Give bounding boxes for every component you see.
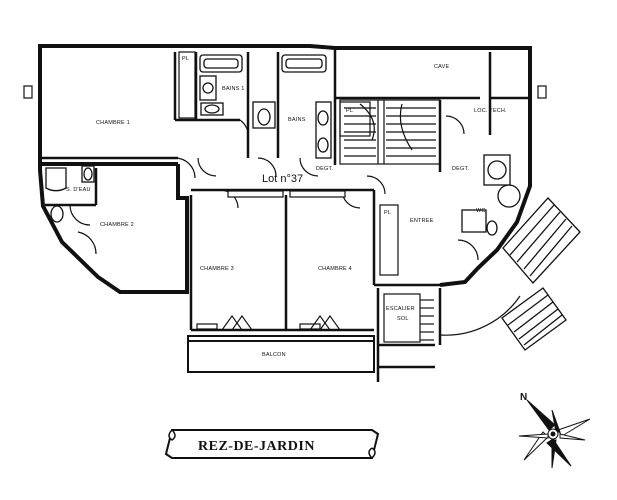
label-salle-d-eau: S. D'EAU: [66, 187, 91, 193]
label-placard-3: PL: [384, 210, 391, 216]
label-wc: WC: [476, 208, 486, 214]
label-chambre-3: CHAMBRE 3: [200, 266, 234, 272]
label-degagement-2: DEGT.: [316, 166, 333, 172]
label-chambre-2: CHAMBRE 2: [100, 222, 134, 228]
label-chambre-1: CHAMBRE 1: [96, 120, 130, 126]
lot-label: Lot n°37: [262, 173, 303, 185]
interior-walls: [40, 48, 530, 382]
label-entree: ENTREE: [410, 218, 434, 224]
balcony-doors: [221, 315, 341, 331]
level-title: REZ-DE-JARDIN: [198, 439, 315, 454]
level-banner: REZ-DE-JARDIN: [164, 429, 380, 460]
exterior-walls: [38, 44, 532, 294]
label-sol: SOL: [397, 316, 409, 322]
label-placard-1: PL: [182, 56, 189, 62]
label-chambre-4: CHAMBRE 4: [318, 266, 352, 272]
cave-stair: [383, 293, 434, 343]
label-bains-1: BAINS 1: [222, 86, 245, 92]
label-bains-2: BAINS: [288, 117, 306, 123]
compass-north-label: N: [520, 392, 527, 403]
label-local-technique: LOC. TECH.: [474, 108, 507, 114]
exterior-stairs: [501, 197, 581, 351]
staircase: [339, 99, 441, 165]
windows: [23, 85, 547, 330]
label-degagement: DEGT.: [452, 166, 469, 172]
bathroom-fixtures: [45, 54, 521, 236]
door-swings: [69, 115, 521, 336]
compass: N: [518, 392, 591, 469]
compass-rose-icon: [518, 399, 591, 469]
label-cave: CAVE: [434, 64, 450, 70]
room-labels: CHAMBRE 1 CHAMBRE 2 CHAMBRE 3 CHAMBRE 4 …: [66, 56, 507, 358]
balcony: [187, 335, 375, 373]
label-placard-2: PL: [346, 108, 353, 114]
label-escalier: ESCALIER: [386, 306, 415, 312]
label-balcon: BALCON: [262, 352, 286, 358]
